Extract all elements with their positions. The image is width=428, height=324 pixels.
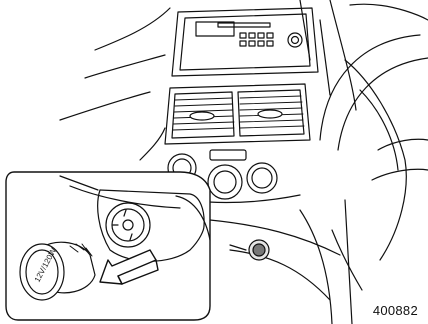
cigarette-lighter-socket-icon [106, 203, 150, 247]
steering-wheel-icon [320, 4, 428, 290]
figure-reference-number: 400882 [373, 303, 418, 318]
air-vent-icon [165, 84, 310, 144]
car-radio-icon [240, 33, 302, 47]
console-lighter-socket [230, 240, 269, 260]
radio-head-unit [172, 8, 318, 76]
